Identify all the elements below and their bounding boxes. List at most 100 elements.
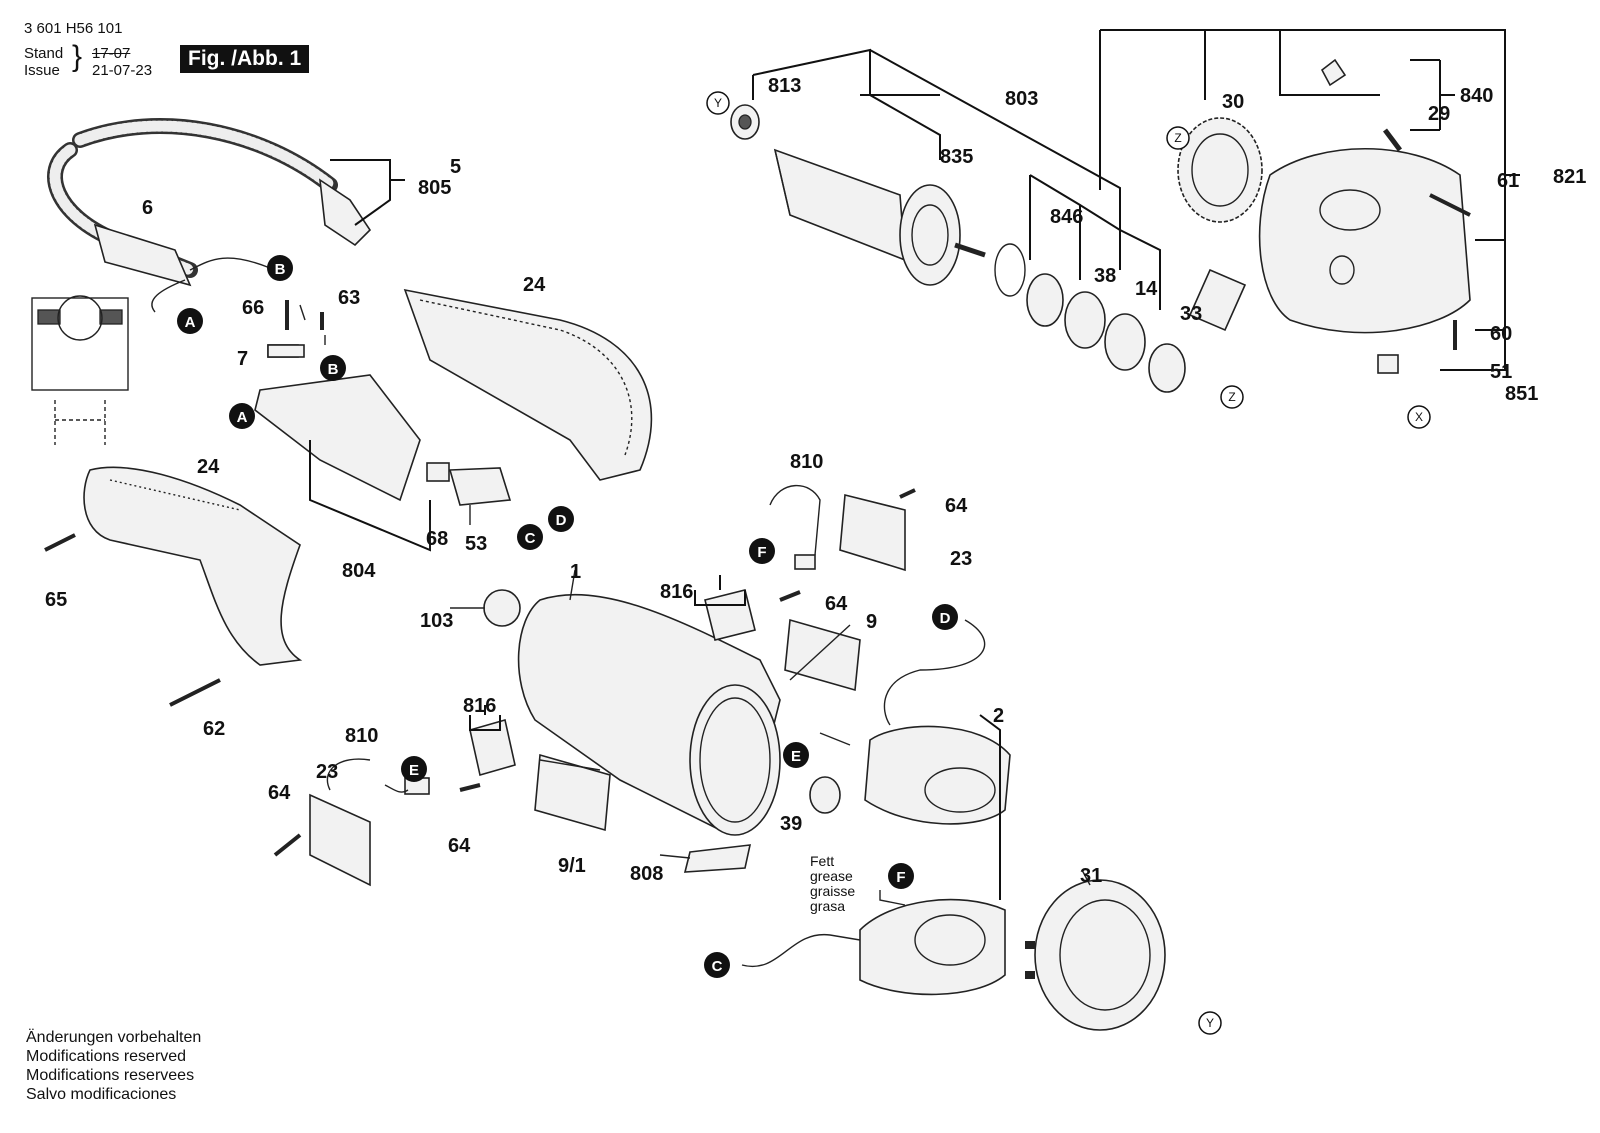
gear-housing: [1258, 58, 1471, 374]
brace-glyph: }: [72, 40, 83, 73]
reference-Z-2: Z: [1220, 385, 1244, 409]
bearings: [994, 243, 1186, 393]
note-fr: Modifications reservees: [26, 1067, 195, 1084]
svg-text:D: D: [940, 610, 951, 627]
part-number-30: 30: [1222, 91, 1244, 113]
disclaimer-notes: Änderungen vorbehalten Modifications res…: [26, 1028, 201, 1104]
svg-text:E: E: [791, 748, 801, 765]
part-number-2: 2: [993, 705, 1004, 727]
part-number-33: 33: [1180, 303, 1202, 325]
part-number-816-top: 816: [660, 581, 693, 603]
connector-B-2: B: [320, 355, 346, 381]
note-de: Änderungen vorbehalten: [26, 1029, 202, 1046]
field-coil-lower: [859, 898, 1006, 996]
part-number-804: 804: [342, 560, 376, 582]
part-number-64-top: 64: [945, 495, 968, 517]
end-cap: [1025, 879, 1166, 1031]
field-coil-upper: [864, 725, 1011, 825]
rating-labels: [534, 618, 861, 873]
part-number-64-middle: 64: [825, 593, 848, 615]
part-number-66: 66: [242, 297, 264, 319]
part-number-810-bottom: 810: [345, 725, 378, 747]
screws-left: [44, 300, 324, 707]
handle-housing-top: [403, 288, 653, 481]
part-number-23-left: 23: [316, 761, 338, 783]
part-number-64-left: 64: [268, 782, 291, 804]
part-number-62: 62: [203, 718, 225, 740]
figure-label: Fig. /Abb. 1: [180, 45, 310, 73]
connector-D-2: D: [932, 604, 958, 630]
part-number-9: 9: [866, 611, 877, 633]
stand-label: Stand: [24, 45, 64, 62]
bevel-gear: [1177, 117, 1263, 223]
note-en: Modifications reserved: [26, 1048, 187, 1065]
connector-E-1: E: [401, 756, 427, 782]
connector-A-1: A: [177, 308, 203, 334]
svg-text:F: F: [896, 869, 905, 886]
svg-text:C: C: [712, 958, 723, 975]
reference-Y-1: Y: [706, 91, 730, 115]
svg-text:X: X: [1415, 410, 1423, 424]
connector-F-2: F: [888, 863, 914, 889]
part-number-64-bottom: 64: [448, 835, 471, 857]
part-number-53: 53: [465, 533, 487, 555]
part-number-103: 103: [420, 610, 453, 632]
note-es: Salvo modificaciones: [26, 1086, 177, 1103]
part-number-24-top: 24: [523, 274, 546, 296]
part-number-60: 60: [1490, 323, 1512, 345]
part-number-840: 840: [1460, 85, 1493, 107]
part-number-9-1: 9/1: [558, 855, 586, 877]
grease-label: Fett grease graisse grasa: [810, 853, 855, 914]
connector-E-2: E: [783, 742, 809, 768]
svg-text:grease: grease: [810, 868, 853, 884]
part-number-29: 29: [1428, 103, 1450, 125]
connector-D-1: D: [548, 506, 574, 532]
svg-text:Fett: Fett: [810, 853, 834, 869]
svg-text:F: F: [757, 544, 766, 561]
svg-text:Y: Y: [714, 96, 722, 110]
part-number-5: 5: [450, 156, 461, 178]
svg-text:D: D: [556, 512, 567, 529]
leader-lines: [299, 29, 1520, 900]
part-number-816-bottom: 816: [463, 695, 496, 717]
issue-date: 21-07-23: [92, 62, 153, 79]
part-number-6: 6: [142, 197, 153, 219]
handle-housing-bottom: [83, 466, 303, 666]
spring-clip: [1188, 268, 1247, 332]
part-number-1: 1: [570, 561, 581, 583]
part-number-821: 821: [1553, 166, 1586, 188]
part-number-846: 846: [1050, 206, 1083, 228]
power-cord: [47, 118, 372, 313]
svg-text:Y: Y: [1206, 1016, 1214, 1030]
connector-A-2: A: [229, 403, 255, 429]
armature: [730, 104, 986, 286]
reference-Y-2: Y: [1198, 1011, 1222, 1035]
part-number-61: 61: [1497, 170, 1519, 192]
part-number-68: 68: [426, 528, 448, 550]
part-number-835: 835: [940, 146, 973, 168]
svg-text:A: A: [237, 409, 248, 426]
issue-label: Issue: [24, 62, 60, 79]
svg-text:B: B: [275, 261, 286, 278]
reference-X-1: X: [1407, 405, 1431, 429]
connector-C-1: C: [517, 524, 543, 550]
svg-text:Z: Z: [1174, 131, 1181, 145]
connector-B-1: B: [267, 255, 293, 281]
connector-F-1: F: [749, 538, 775, 564]
switch-schematic: [31, 295, 129, 445]
part-number-813: 813: [768, 75, 801, 97]
part-number-7: 7: [237, 348, 248, 370]
stand-date: 17-07: [92, 45, 131, 62]
part-number-65: 65: [45, 589, 67, 611]
part-number-23-right: 23: [950, 548, 972, 570]
svg-text:graisse: graisse: [810, 883, 855, 899]
reference-Z-1: Z: [1166, 126, 1190, 150]
connector-C-2: C: [704, 952, 730, 978]
part-number-63: 63: [338, 287, 360, 309]
svg-text:A: A: [185, 314, 196, 331]
part-number-810-top: 810: [790, 451, 823, 473]
part-numbers: 813 803 835 30 840 29 821 61 846 38 14 3…: [45, 75, 1586, 887]
part-number-38: 38: [1094, 265, 1116, 287]
